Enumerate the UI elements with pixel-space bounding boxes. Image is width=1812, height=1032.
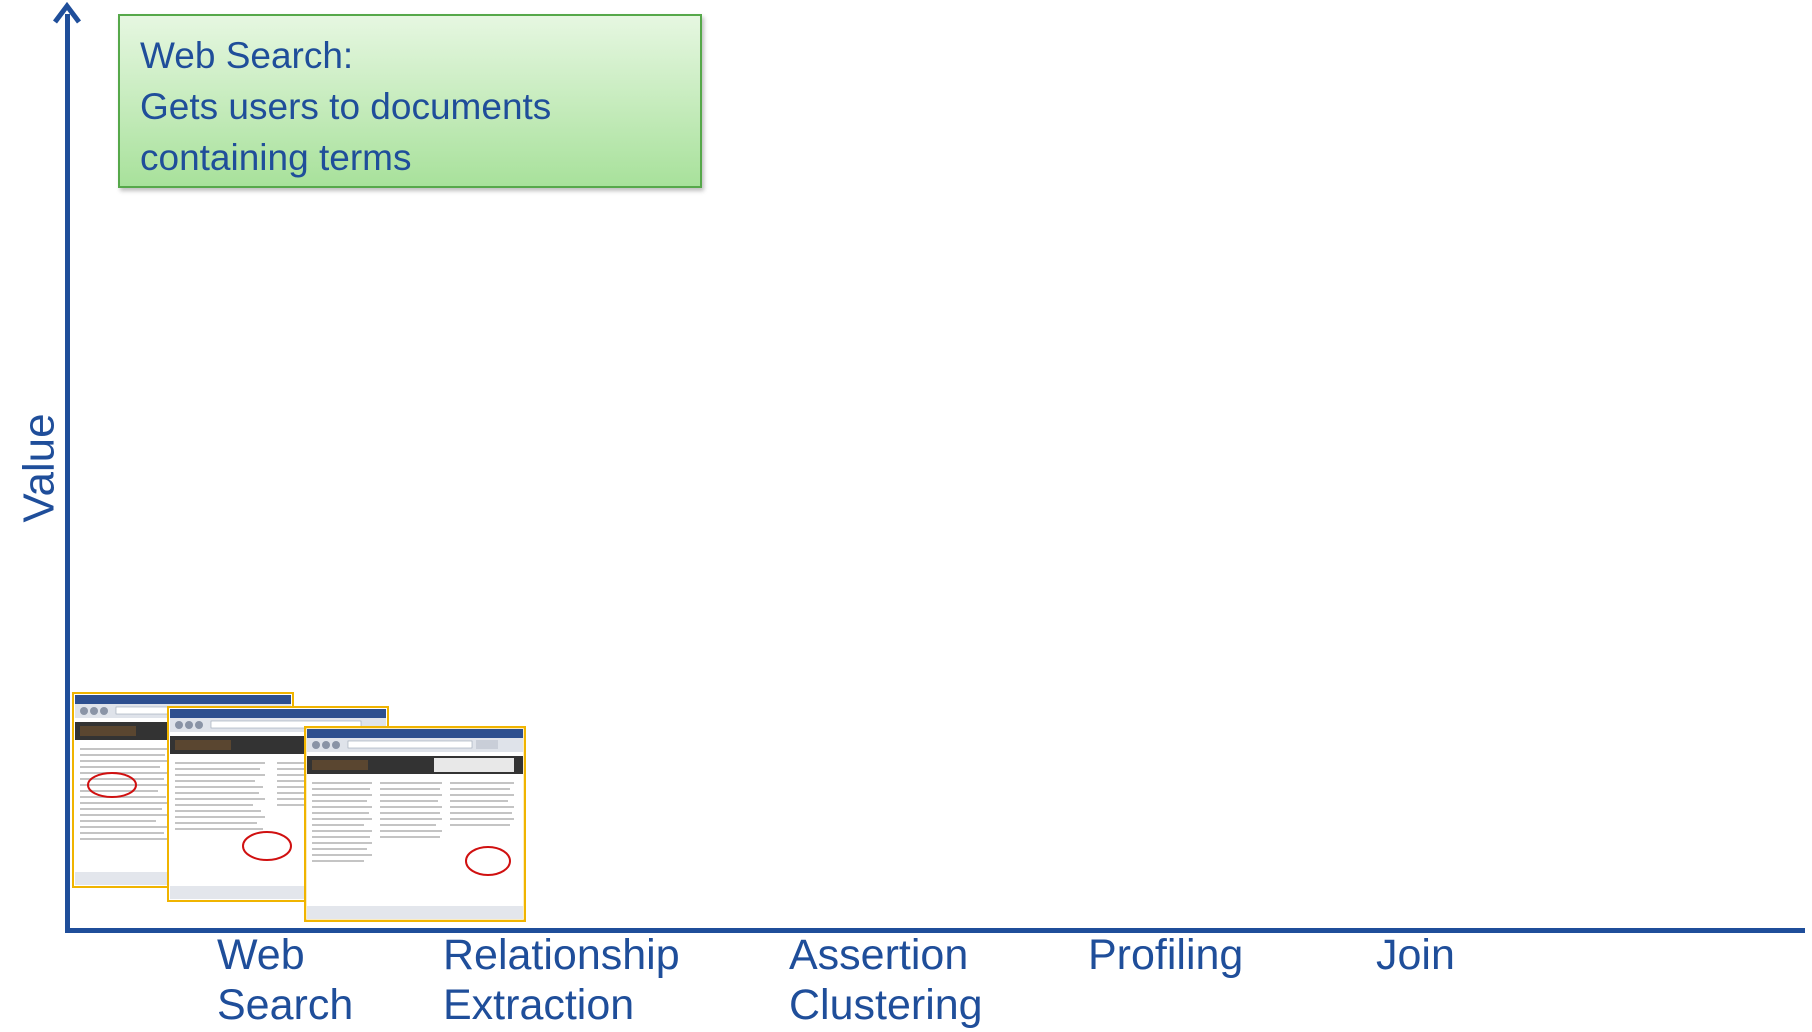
x-category-profiling: Profiling (1088, 930, 1243, 980)
callout-line: Gets users to documents (140, 86, 552, 127)
x-category-web-search: Web Search (217, 930, 353, 1030)
callout-line: containing terms (140, 137, 412, 178)
browser-screenshot-thumbnail-icon (304, 726, 526, 922)
x-category-line: Search (217, 981, 354, 1029)
y-axis-label-box: Value (10, 408, 70, 528)
x-category-relationship-extraction: Relationship Extraction (443, 930, 680, 1030)
x-axis-line (65, 928, 1805, 933)
x-category-line: Assertion (789, 931, 969, 979)
x-category-line: Relationship (443, 931, 680, 979)
x-category-line: Extraction (443, 981, 635, 1029)
web-search-callout: Web Search: Gets users to documents cont… (118, 14, 702, 188)
x-category-assertion-clustering: Assertion Clustering (789, 930, 983, 1030)
x-category-line: Clustering (789, 981, 983, 1029)
x-category-line: Join (1376, 931, 1455, 979)
y-axis-label: Value (15, 413, 64, 523)
x-category-line: Web (217, 931, 305, 979)
y-axis-line (65, 14, 70, 932)
x-category-line: Profiling (1088, 931, 1244, 979)
x-category-join: Join (1376, 930, 1455, 980)
y-axis-arrowhead-icon (53, 1, 81, 24)
callout-line: Web Search: (140, 35, 354, 76)
